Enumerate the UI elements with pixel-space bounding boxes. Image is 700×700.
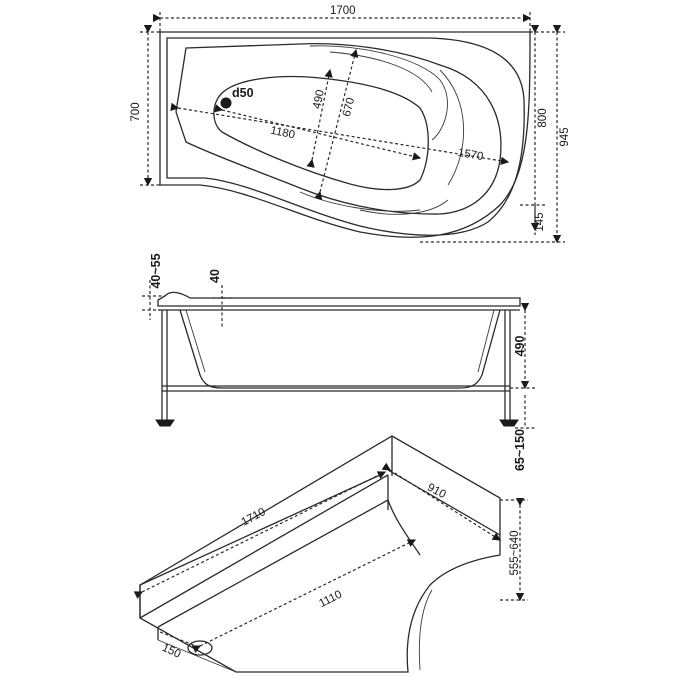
top-basin-outline bbox=[175, 43, 502, 215]
dim-1570: 1570 bbox=[457, 147, 484, 163]
dim-line-150 bbox=[159, 631, 197, 647]
dim-line-490 bbox=[306, 68, 333, 168]
iso-back-bottom-edge bbox=[139, 474, 389, 619]
iso-view: 1710 910 555~640 1110 150 bbox=[133, 435, 528, 673]
dim-1700: 1700 bbox=[330, 5, 356, 17]
top-outer-outline bbox=[159, 31, 531, 238]
side-basin bbox=[179, 309, 501, 389]
dim-1110: 1110 bbox=[317, 589, 344, 611]
drain-hole bbox=[220, 97, 232, 109]
iso-floor-edge bbox=[157, 499, 389, 628]
side-foot-right bbox=[499, 419, 519, 427]
side-view: 40~55 40 490 65~150 bbox=[142, 253, 535, 471]
dim-40-55: 40~55 bbox=[149, 253, 163, 288]
dim-945: 945 bbox=[559, 127, 571, 146]
side-rim bbox=[157, 291, 521, 307]
dim-line-1110 bbox=[191, 539, 417, 653]
top-armrest-curve-3 bbox=[439, 69, 464, 186]
top-view: d50 1700 700 800 945 145 490 670 1180 bbox=[130, 5, 571, 244]
dim-555-640: 555~640 bbox=[509, 530, 521, 575]
dim-150: 150 bbox=[160, 642, 182, 661]
dim-40: 40 bbox=[208, 269, 222, 283]
dim-line-670 bbox=[314, 48, 359, 201]
dim-490-side: 490 bbox=[513, 336, 527, 357]
side-basin-inner bbox=[185, 309, 206, 373]
side-basin-inner bbox=[477, 309, 495, 373]
dim-line-1570 bbox=[170, 102, 510, 165]
top-rim-outline bbox=[166, 37, 525, 236]
side-foot-left bbox=[155, 419, 175, 427]
dim-1710: 1710 bbox=[239, 506, 267, 529]
top-armrest-curve-5 bbox=[359, 199, 449, 215]
iso-top-face bbox=[139, 435, 501, 673]
dim-line-1180 bbox=[214, 104, 422, 161]
dim-700: 700 bbox=[130, 102, 142, 121]
iso-front-bottom bbox=[157, 639, 237, 673]
dim-145: 145 bbox=[534, 212, 546, 231]
dim-800: 800 bbox=[537, 108, 549, 127]
iso-drain bbox=[187, 640, 213, 656]
dim-65-150: 65~150 bbox=[513, 429, 527, 471]
top-armrest-curve-4 bbox=[299, 191, 421, 212]
iso-top-edge bbox=[139, 474, 381, 586]
dim-490-top: 490 bbox=[311, 89, 327, 110]
iso-front-curve bbox=[418, 589, 433, 671]
dim-line-1710 bbox=[133, 471, 387, 599]
drain-label: d50 bbox=[232, 86, 254, 100]
iso-floor-curve bbox=[387, 499, 421, 556]
